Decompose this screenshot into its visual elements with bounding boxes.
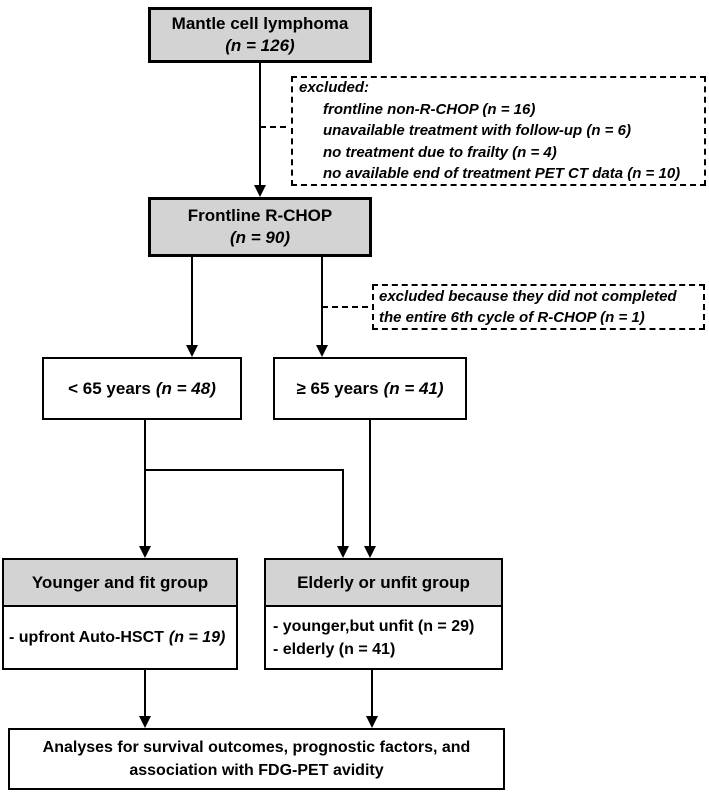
node-count: (n = 48) bbox=[155, 378, 216, 398]
arrowhead bbox=[337, 546, 349, 558]
arrowhead bbox=[366, 716, 378, 728]
node-count: (n = 41) bbox=[383, 378, 444, 398]
excluded-item: frontline non-R-CHOP (n = 16) bbox=[323, 100, 536, 118]
group-header: Younger and fit group bbox=[4, 560, 236, 607]
node-label: Frontline R-CHOP bbox=[187, 206, 333, 225]
arrowhead bbox=[316, 345, 328, 357]
analyses-line: association with FDG-PET avidity bbox=[129, 762, 384, 779]
node-excluded-incomplete-cycle: excluded because they did not completed … bbox=[372, 284, 705, 330]
node-analyses: Analyses for survival outcomes, prognost… bbox=[8, 728, 505, 790]
group-header: Elderly or unfit group bbox=[266, 560, 501, 607]
node-count: (n = 90) bbox=[230, 228, 290, 247]
arrowhead bbox=[139, 716, 151, 728]
node-under-65-years: < 65 years (n = 48) bbox=[42, 357, 242, 420]
excluded-item: unavailable treatment with follow-up (n … bbox=[323, 122, 631, 140]
excluded-item: no available end of treatment PET CT dat… bbox=[323, 165, 681, 183]
excluded-line: the entire 6th cycle of R-CHOP (n = 1) bbox=[379, 309, 645, 326]
node-frontline-rchop: Frontline R-CHOP (n = 90) bbox=[148, 197, 372, 257]
node-count: (n = 126) bbox=[225, 36, 295, 55]
arrowhead bbox=[254, 185, 266, 197]
excluded-line: excluded because they did not completed bbox=[379, 288, 677, 305]
excluded-title: excluded: bbox=[299, 79, 370, 97]
node-excluded-frontline: excluded: frontline non-R-CHOP (n = 16) … bbox=[291, 76, 706, 186]
node-mantle-cell-lymphoma: Mantle cell lymphoma (n = 126) bbox=[148, 7, 372, 63]
group-body-line: - younger,but unfit (n = 29) bbox=[273, 617, 475, 635]
node-over-65-years: ≥ 65 years (n = 41) bbox=[273, 357, 467, 420]
arrowhead bbox=[139, 546, 151, 558]
node-label: ≥ 65 years bbox=[296, 378, 379, 398]
arrowhead bbox=[186, 345, 198, 357]
group-body-line: - elderly (n = 41) bbox=[273, 640, 396, 658]
node-elderly-unfit-group: Elderly or unfit group - younger,but unf… bbox=[264, 558, 503, 670]
excluded-item: no treatment due to frailty (n = 4) bbox=[323, 143, 557, 161]
node-younger-fit-group: Younger and fit group - upfront Auto-HSC… bbox=[2, 558, 238, 670]
arrowhead bbox=[364, 546, 376, 558]
group-body-count: (n = 19) bbox=[168, 629, 226, 646]
node-label: Mantle cell lymphoma bbox=[171, 14, 349, 33]
analyses-line: Analyses for survival outcomes, prognost… bbox=[42, 739, 471, 756]
group-body-label: - upfront Auto-HSCT bbox=[9, 629, 164, 646]
node-label: < 65 years bbox=[68, 378, 151, 398]
